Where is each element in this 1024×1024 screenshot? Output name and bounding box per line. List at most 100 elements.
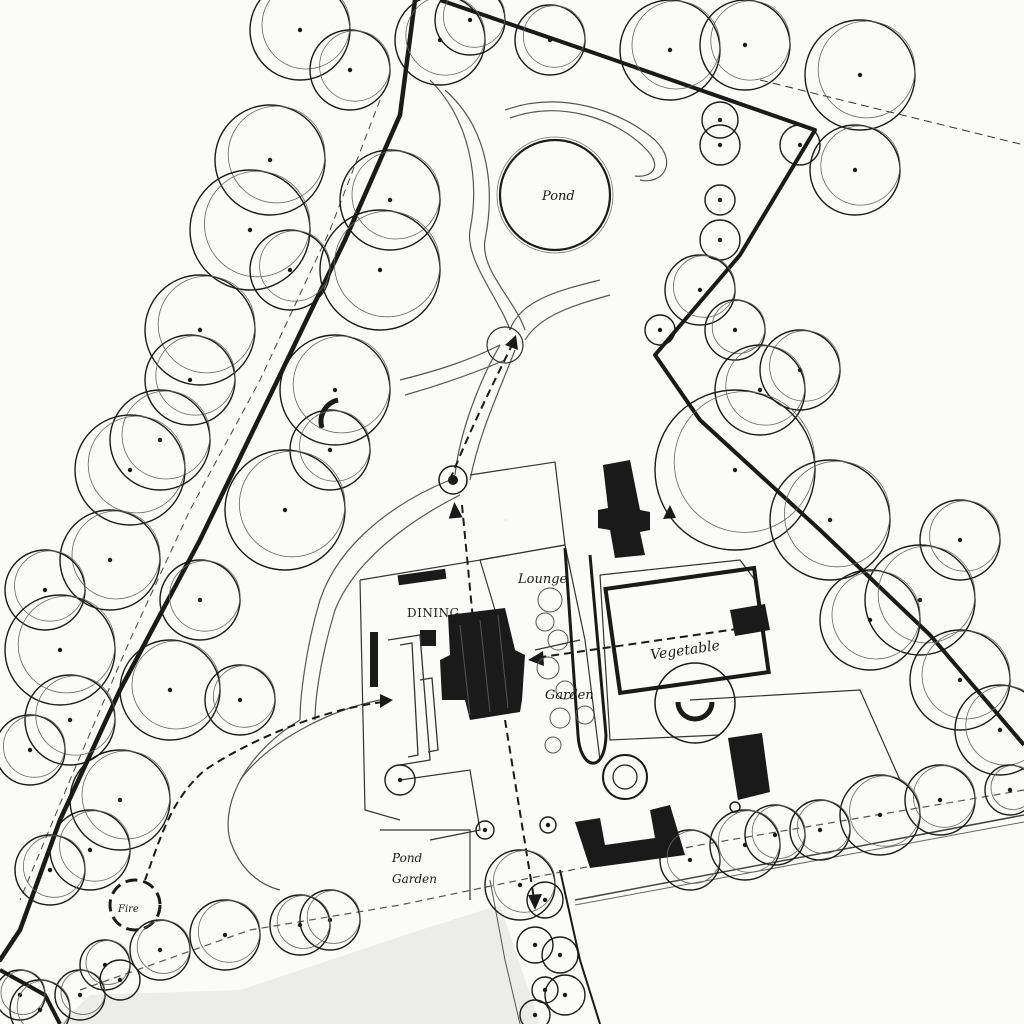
- tree-canopy: [699, 124, 741, 166]
- tree-canopy-sketch: [929, 500, 1001, 572]
- lawn-shading: [60, 905, 540, 1024]
- path-node-dot: [448, 475, 458, 485]
- tree-trunk: [27, 747, 33, 753]
- tree-trunk: [482, 827, 488, 833]
- tree-canopy-sketch: [204, 170, 311, 278]
- tree-trunk: [117, 977, 123, 983]
- wall-left: [370, 632, 378, 687]
- tree-trunk: [562, 992, 568, 998]
- tree-canopy: [475, 820, 495, 840]
- tree-trunk: [742, 842, 748, 848]
- round-bed: [654, 662, 736, 744]
- dashed-line-west: [19, 99, 381, 901]
- tree-trunk: [187, 377, 193, 383]
- tree-canopy-sketch: [725, 345, 806, 426]
- tree-canopy: [954, 684, 1024, 776]
- tree-canopy: [544, 974, 586, 1016]
- tree-canopy-sketch: [16, 980, 71, 1024]
- tree-trunk: [937, 797, 943, 803]
- tree-trunk: [517, 882, 523, 888]
- tree-trunk: [67, 717, 73, 723]
- tree-canopy-sketch: [59, 810, 131, 882]
- tree-canopy-sketch: [85, 940, 131, 985]
- tree-trunk: [732, 467, 738, 473]
- tree-trunk: [697, 287, 703, 293]
- tree-canopy-sketch: [17, 595, 116, 694]
- upper-pond: [498, 138, 612, 252]
- tree-trunk: [917, 597, 923, 603]
- tree-trunk: [397, 777, 403, 783]
- circulation-arrows: [144, 344, 766, 906]
- tree-trunk: [247, 227, 253, 233]
- tree-canopy-sketch: [239, 450, 346, 558]
- tree-trunk: [717, 117, 723, 123]
- property-boundary-south: [0, 968, 62, 1024]
- terrace-wall: [397, 568, 447, 586]
- tree-canopy: [516, 926, 554, 964]
- tree-trunk: [157, 437, 163, 443]
- tree-canopy-sketch: [817, 20, 916, 119]
- tree-trunk: [717, 197, 723, 203]
- tree-trunk: [817, 827, 823, 833]
- label-pond-upper: Pond: [541, 189, 575, 204]
- tree-trunk: [687, 857, 693, 863]
- tree-canopy-sketch: [990, 765, 1024, 810]
- tree-trunk: [557, 952, 563, 958]
- tree-canopy-sketch: [673, 255, 736, 318]
- drive-edge-west: [489, 879, 521, 1024]
- tree-trunk: [757, 387, 763, 393]
- tree-canopy-sketch: [169, 560, 241, 632]
- tree-canopy: [701, 101, 739, 139]
- tree-canopy: [519, 999, 551, 1024]
- tree-canopy-sketch: [261, 0, 351, 70]
- tree-canopy-sketch: [157, 275, 256, 374]
- tree-canopy: [654, 389, 816, 551]
- label-pond-garden-1: Pond: [391, 851, 423, 865]
- tree-trunk: [282, 507, 288, 513]
- tree-trunk: [857, 72, 863, 78]
- feature-circle-inner: [612, 764, 638, 790]
- property-boundary: [0, 0, 418, 963]
- tree-trunk: [772, 832, 778, 838]
- tree-trunk: [742, 42, 748, 48]
- bench-arc: [318, 397, 339, 429]
- tree-canopy-sketch: [965, 685, 1024, 766]
- tree-trunk: [327, 447, 333, 453]
- tree-canopy: [541, 936, 579, 974]
- dashed-line-south: [79, 789, 1024, 991]
- tree-trunk: [297, 922, 303, 928]
- tree-trunk: [347, 67, 353, 73]
- tree-canopy-sketch: [319, 30, 391, 102]
- tree-trunk: [717, 142, 723, 148]
- tree-trunk: [657, 327, 663, 333]
- tree-canopy-sketch: [711, 300, 766, 354]
- tree-trunk: [997, 727, 1003, 733]
- tree-trunk: [37, 1007, 43, 1013]
- tree-trunk: [717, 237, 723, 243]
- arrow-heads: [380, 335, 676, 910]
- label-vegetable: Vegetable: [649, 638, 721, 664]
- label-garden-mid: Garden: [545, 688, 594, 703]
- tree-canopy-sketch: [155, 335, 236, 416]
- tree-trunk: [222, 932, 228, 938]
- dashed-boundary-ne: [759, 79, 1024, 146]
- drive-edge-east: [559, 869, 601, 1024]
- tree-trunk: [377, 267, 383, 273]
- dining-terrace: [387, 634, 439, 766]
- tree-trunk: [957, 537, 963, 543]
- tree-canopy-sketch: [666, 830, 721, 884]
- tree-canopy: [704, 184, 736, 216]
- garden-boundaries: [359, 461, 901, 900]
- tree-canopy-sketch: [121, 390, 211, 480]
- tree-canopy: [99, 959, 141, 1001]
- tree-trunk: [667, 47, 673, 53]
- feature-circle: [602, 754, 648, 800]
- tree-trunk: [87, 847, 93, 853]
- label-feature-sw: Fire: [117, 904, 139, 915]
- tree-canopy-sketch: [751, 805, 806, 859]
- tree-canopy-sketch: [913, 765, 976, 828]
- tree-canopy-sketch: [81, 750, 171, 840]
- outbuilding-south: [728, 733, 770, 800]
